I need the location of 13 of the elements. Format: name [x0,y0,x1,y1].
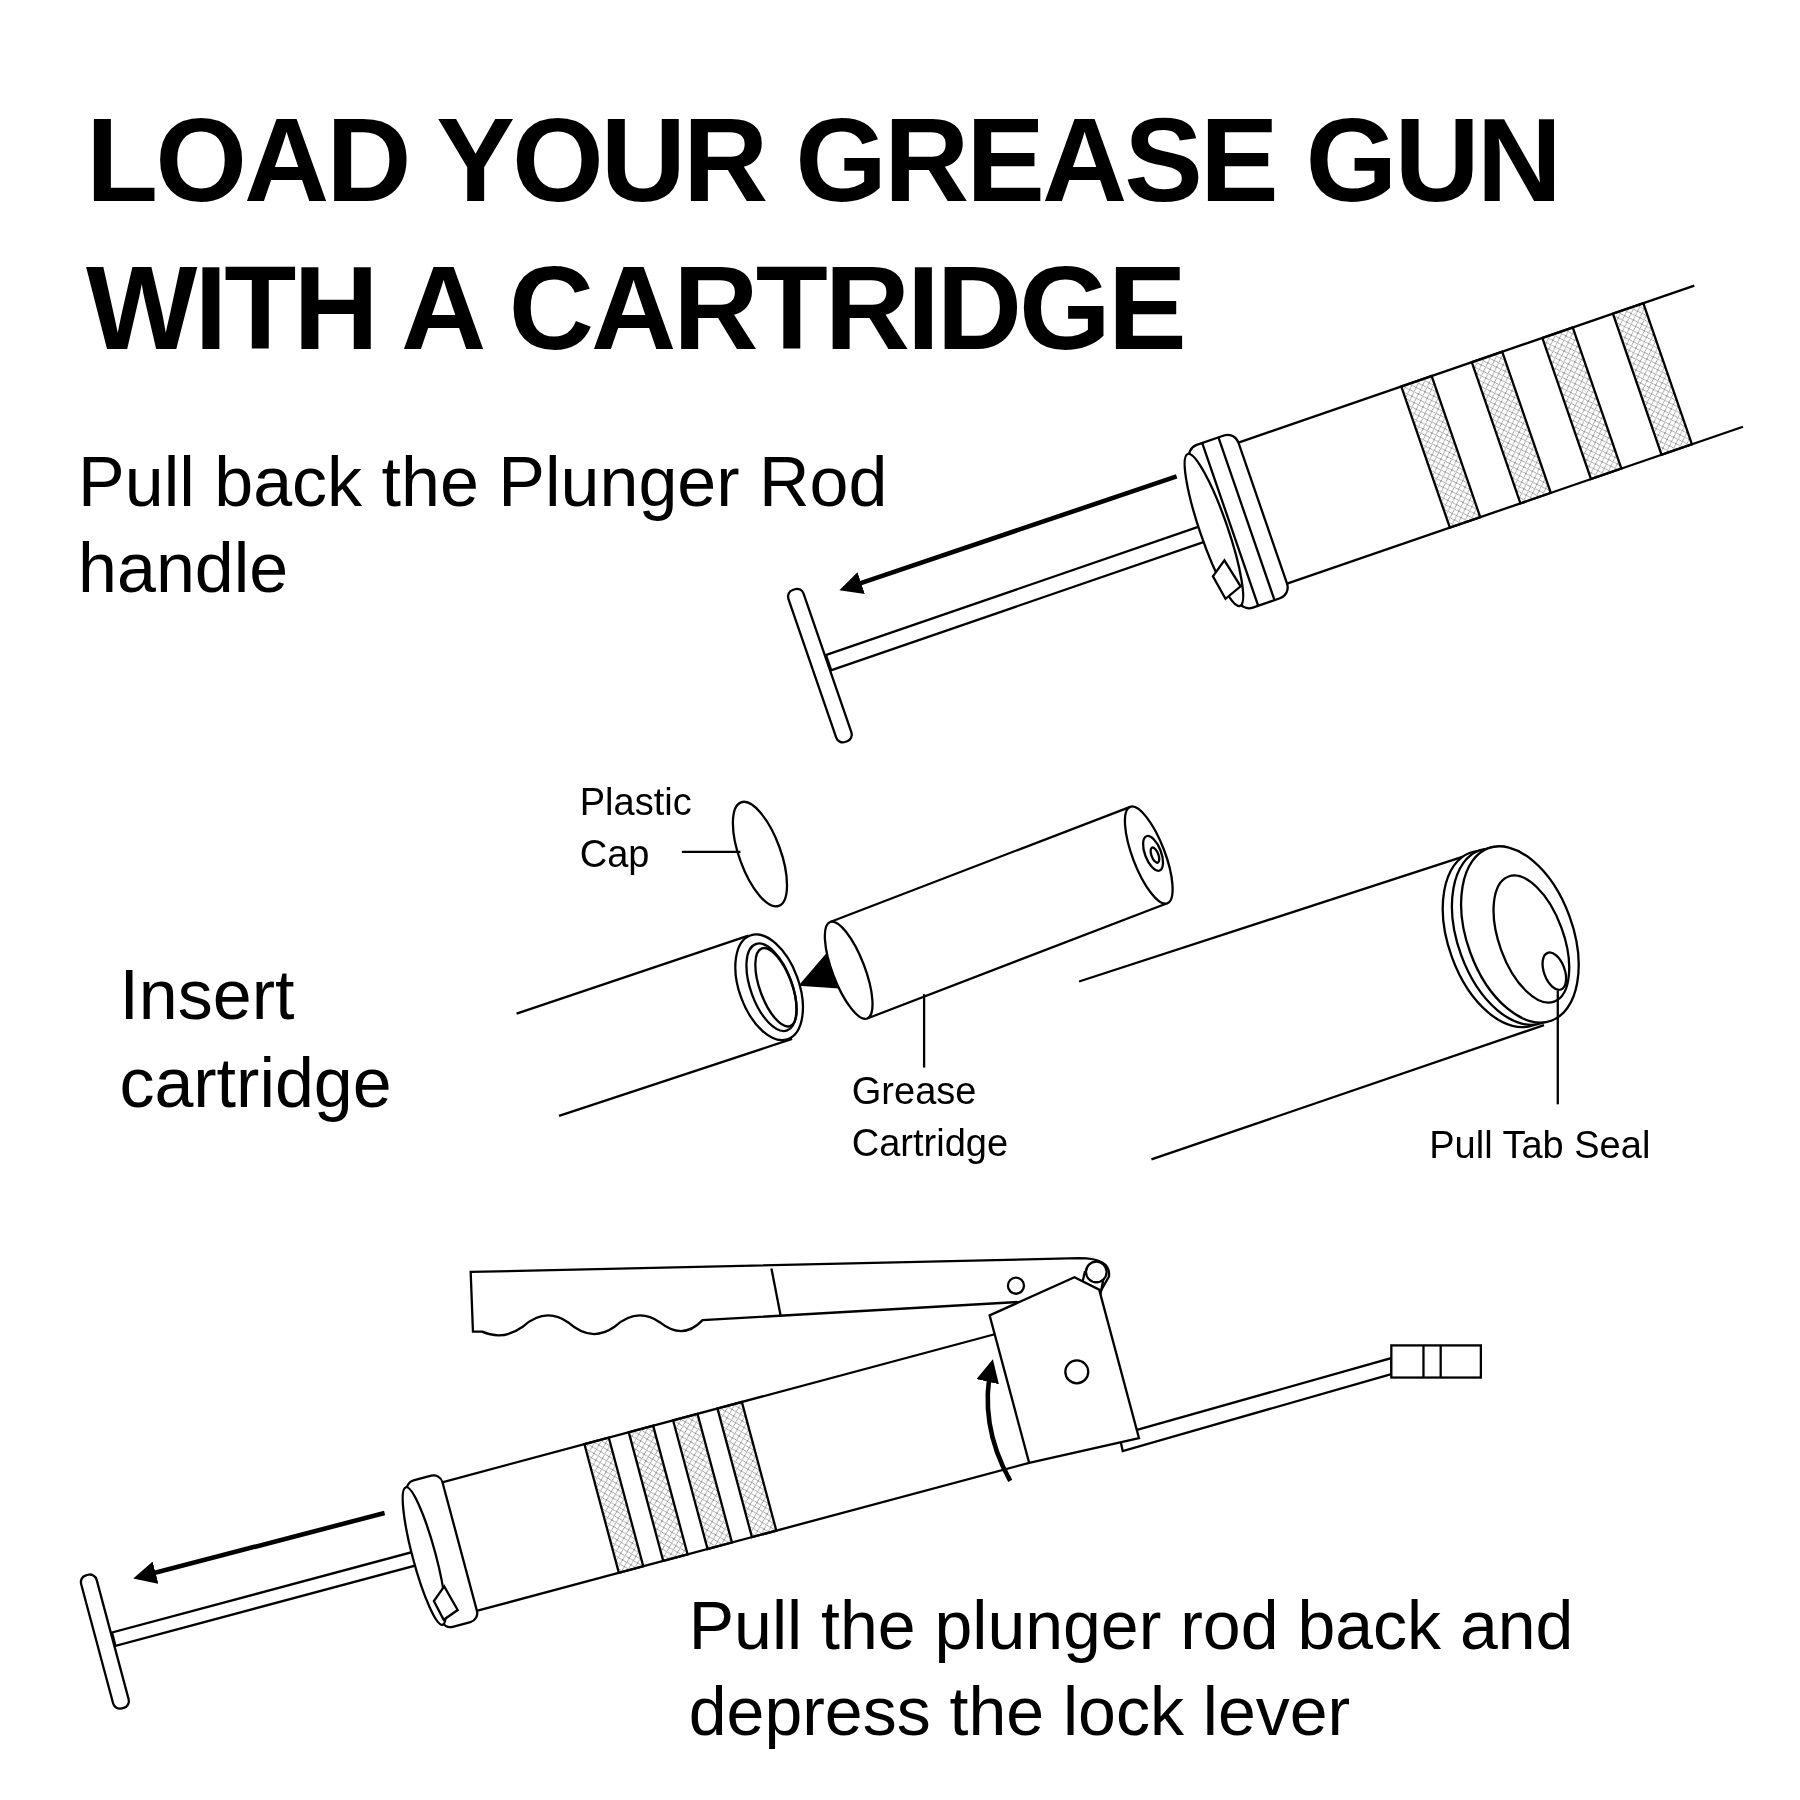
cartridge-cylinder [823,805,1174,1020]
callout-label: Grease Cartridge [851,1065,1082,1170]
leader-line [922,994,926,1068]
callout-label: Pull Tab Seal [1429,1119,1728,1172]
instruction-text: Insert cartridge [119,954,393,1124]
callout-label: Plastic Cap [579,776,735,880]
leader-line [681,850,741,853]
title: LOAD YOUR GREASE GUN WITH A CARTRIDGE [86,93,1560,376]
instruction-text: Pull back the Plunger Rod handle [78,441,889,609]
cap-disc [731,800,789,908]
leader-line [1556,990,1559,1105]
cap-disc [1541,951,1568,991]
instruction-text: Pull the plunger rod back and depress the lock lever [688,1585,1575,1751]
